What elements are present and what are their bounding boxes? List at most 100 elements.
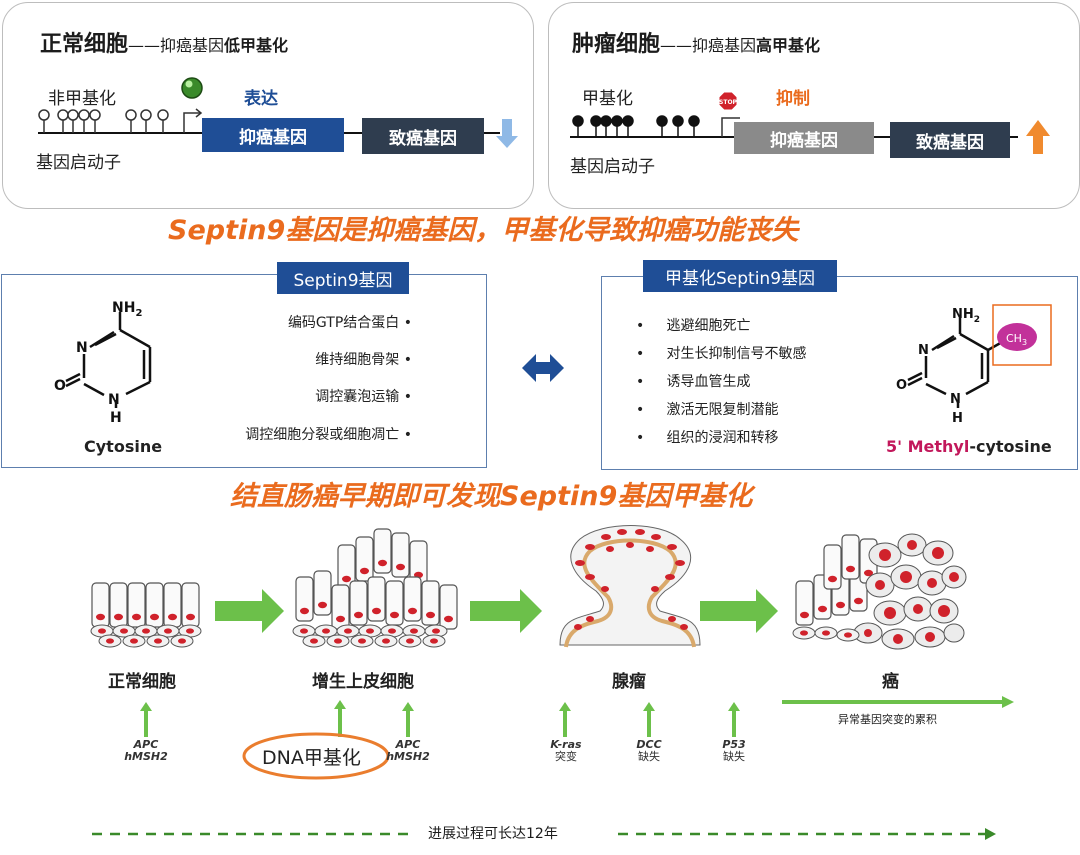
nh2-atom: NH (112, 300, 135, 316)
methylated-septin9-panel (601, 276, 1078, 470)
gene-label-kras: K-ras 突变 (538, 739, 594, 763)
title-dash: —— (660, 36, 693, 55)
cytosine-suffix: -cytosine (969, 437, 1052, 456)
gene-name: P53 (722, 738, 746, 751)
septin9-function-4: 调控细胞分裂或细胞凋亡 • (245, 427, 412, 443)
methylcytosine-label: 5' Methyl-cytosine (886, 437, 1052, 456)
septin9-gene-title: Septin9基因 (277, 262, 409, 294)
progress-arrow-icon (215, 589, 284, 633)
progression-illustration (90, 525, 1014, 840)
gene-note: 缺失 (638, 750, 660, 763)
gene-arrows (140, 700, 740, 737)
subtitle-emph: 高甲基化 (756, 36, 821, 55)
function-text: 调控囊泡运输 (315, 389, 400, 405)
stage-normal-cells: 正常细胞 (108, 672, 176, 692)
adenoma-illustration (559, 525, 701, 648)
normal-cell-panel (2, 2, 534, 209)
timeline-arrowhead-icon (985, 828, 996, 840)
function-text: 编码GTP结合蛋白 (287, 315, 400, 331)
svg-text:NH2: NH2 (952, 307, 980, 325)
function-text: 维持细胞骨架 (315, 352, 400, 368)
svg-text:CH3: CH3 (1006, 332, 1027, 347)
stage-hyperplastic: 增生上皮细胞 (312, 672, 414, 692)
tumor-cell-title-text: 肿瘤细胞 (572, 32, 661, 57)
methylation-effect-3: • 诱导血管生成 (636, 374, 751, 390)
gene-label-apc-2: APC hMSH2 (380, 739, 436, 763)
septin9-function-1: 编码GTP结合蛋白 • (287, 315, 412, 331)
oncogene-box-tumor: 致癌基因 (890, 122, 1010, 158)
tumor-suppressor-box-normal: 抑癌基因 (202, 118, 344, 152)
septin9-gene-panel (1, 274, 487, 468)
cytosine-label: Cytosine (84, 437, 163, 456)
subtitle-prefix: 抑癌基因 (160, 36, 225, 55)
stage-carcinoma: 癌 (882, 672, 899, 692)
tumor-cell-title: 肿瘤细胞——抑癌基因高甲基化 (572, 26, 820, 58)
normal-cell-title: 正常细胞——抑癌基因低甲基化 (40, 26, 288, 58)
hyperplastic-cells-illustration (292, 528, 458, 648)
methylation-effect-2: • 对生长抑制信号不敏感 (636, 346, 807, 362)
carcinoma-illustration (792, 533, 967, 650)
subtitle-prefix: 抑癌基因 (692, 36, 757, 55)
subtitle-emph: 低甲基化 (224, 36, 289, 55)
septin9-function-2: 维持细胞骨架 • (315, 352, 412, 368)
n-atom-1: N (950, 392, 961, 407)
methylated-septin9-title: 甲基化Septin9基因 (643, 260, 837, 292)
effect-text: 诱导血管生成 (666, 374, 751, 390)
inhibit-label: 抑制 (776, 89, 810, 109)
normal-cell-title-text: 正常细胞 (40, 32, 129, 57)
tumor-suppressor-box-tumor: 抑癌基因 (734, 122, 874, 154)
stage-adenoma: 腺瘤 (612, 672, 646, 692)
effect-text: 逃避细胞死亡 (666, 318, 751, 334)
cytosine-structure: NH2 N N O H (54, 300, 152, 426)
gene-name-2: hMSH2 (386, 750, 430, 763)
dna-methylation-label: DNA甲基化 (262, 747, 361, 769)
h-atom: H (110, 410, 122, 426)
nh2-subscript: 2 (135, 308, 142, 319)
svg-text:NH2: NH2 (112, 300, 142, 319)
accumulation-label: 异常基因突变的累积 (838, 713, 937, 726)
nh2-atom: NH (952, 307, 974, 322)
promoter-label: 基因启动子 (36, 153, 121, 173)
headline-early-detection: 结直肠癌早期即可发现Septin9基因甲基化 (230, 481, 753, 512)
normal-cells-illustration (90, 582, 202, 648)
methylcytosine-structure: NH2 N N O H CH3 (896, 304, 1052, 426)
gene-name: DCC (636, 738, 662, 751)
gene-label-p53: P53 缺失 (706, 739, 762, 763)
gene-name: APC (133, 738, 159, 751)
n-atom-3: N (918, 343, 929, 358)
methyl-prefix: 5' Methyl (886, 437, 970, 456)
gene-label-apc-1: APC hMSH2 (118, 739, 174, 763)
effect-text: 组织的浸润和转移 (666, 430, 779, 446)
methylation-effect-4: • 激活无限复制潜能 (636, 402, 779, 418)
stop-sign-icon (718, 91, 738, 111)
gene-note: 突变 (555, 750, 577, 763)
headline-septin9-suppressor: Septin9基因是抑癌基因，甲基化导致抑癌功能丧失 (168, 215, 799, 246)
timeline-label: 进展过程可长达12年 (428, 826, 558, 842)
title-dash: —— (128, 36, 161, 55)
methylated-label: 甲基化 (582, 89, 633, 109)
effect-text: 对生长抑制信号不敏感 (666, 346, 807, 362)
ch3-text: CH (1006, 332, 1022, 345)
gene-name-2: hMSH2 (124, 750, 168, 763)
o-atom: O (896, 378, 907, 393)
oncogene-box-normal: 致癌基因 (362, 118, 484, 154)
gene-label-dcc: DCC 缺失 (621, 739, 677, 763)
gene-name: K-ras (550, 738, 582, 751)
methylation-effect-1: • 逃避细胞死亡 (636, 318, 751, 334)
stop-sign-text: STOP (719, 99, 738, 106)
gene-note: 缺失 (723, 750, 745, 763)
promoter-label: 基因启动子 (570, 157, 655, 177)
progress-arrow-icon (470, 589, 542, 633)
methylation-effect-5: • 组织的浸润和转移 (636, 430, 779, 446)
o-atom: O (54, 378, 66, 394)
gene-name: APC (395, 738, 421, 751)
effect-text: 激活无限复制潜能 (666, 402, 779, 418)
n-atom-1: N (108, 392, 120, 408)
function-text: 调控细胞分裂或细胞凋亡 (245, 427, 400, 443)
up-arrow-icon (1026, 120, 1050, 154)
nh2-subscript: 2 (974, 315, 980, 325)
h-atom: H (952, 411, 963, 426)
expression-label: 表达 (244, 89, 278, 109)
unmethylated-label: 非甲基化 (48, 89, 116, 109)
double-arrow-icon (522, 354, 564, 382)
